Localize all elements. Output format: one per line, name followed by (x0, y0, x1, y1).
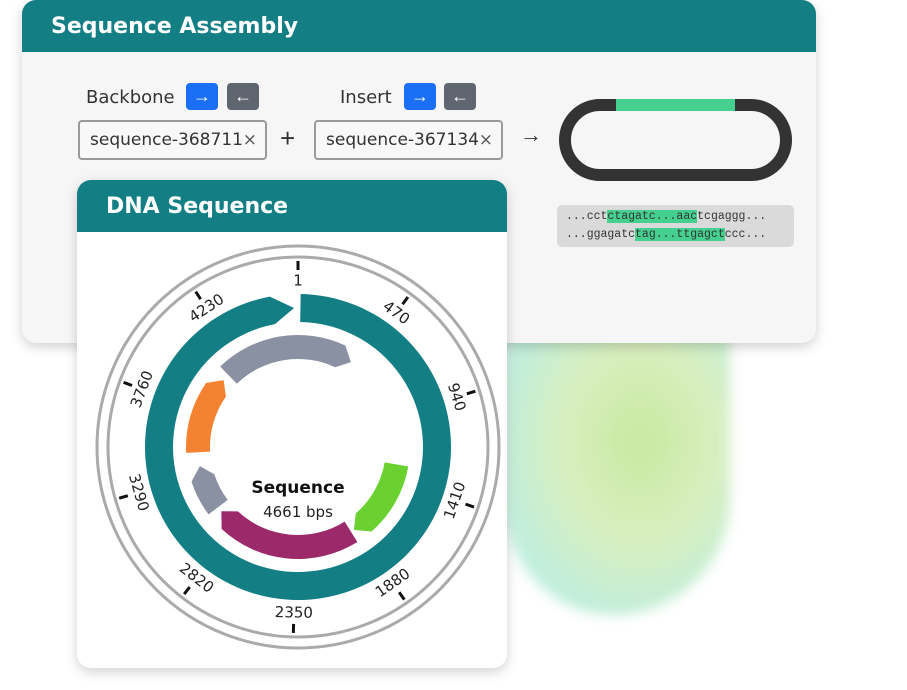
result-arrow-icon: → (520, 122, 542, 147)
outer-ring (95, 244, 501, 650)
tick-mark (397, 591, 406, 601)
insert-value: sequence-367134 (326, 130, 479, 150)
backbone-value: sequence-368711 (90, 130, 243, 150)
inner-ring (106, 255, 490, 639)
feature-arc[interactable] (191, 466, 228, 515)
tick-mark (401, 296, 410, 306)
tick-mark (466, 389, 476, 396)
insert-forward-button[interactable]: → (404, 83, 436, 110)
feature-arc[interactable] (353, 462, 409, 532)
backbone-label: Backbone (86, 87, 175, 108)
clear-insert-icon[interactable]: × (478, 130, 493, 150)
tick-label: 1 (293, 272, 303, 290)
insert-reverse-button[interactable]: ← (444, 83, 476, 110)
plasmid-name: Sequence (251, 478, 344, 498)
plasmid-length: 4661 bps (263, 503, 333, 521)
tick-mark (123, 380, 133, 387)
sequence-bottom-strand: ...ggagatctag...ttgagctccc... (566, 228, 767, 241)
tick-mark (182, 586, 191, 596)
tick-mark (194, 290, 202, 300)
plus-icon: + (280, 123, 296, 153)
sequence-top-strand: ...cctctagatc...aactcgaggg... (566, 210, 767, 223)
assembled-plasmid-icon (559, 99, 792, 181)
feature-arc[interactable] (220, 335, 351, 384)
panel-title: Sequence Assembly (22, 0, 816, 52)
tick-label: 940 (444, 381, 470, 414)
backbone-reverse-button[interactable]: ← (227, 83, 259, 110)
feature-arc[interactable] (186, 380, 226, 453)
insert-label: Insert (340, 87, 392, 108)
plasmid-map[interactable]: 14709401410188023502820329037604230Seque… (77, 232, 507, 668)
insert-input[interactable]: sequence-367134 × (314, 120, 503, 160)
tick-mark (465, 502, 475, 509)
tick-mark (118, 494, 129, 500)
clear-backbone-icon[interactable]: × (242, 130, 257, 150)
backbone-forward-button[interactable]: → (186, 83, 218, 110)
feature-arc[interactable] (221, 511, 358, 559)
background-blob (505, 300, 730, 615)
tick-label: 2350 (275, 603, 314, 622)
junction-sequence: ...cctctagatc...aactcgaggg... ...ggagatc… (557, 205, 794, 247)
insert-segment (616, 99, 735, 111)
panel-title: DNA Sequence (77, 180, 507, 232)
backbone-input[interactable]: sequence-368711 × (78, 120, 267, 160)
